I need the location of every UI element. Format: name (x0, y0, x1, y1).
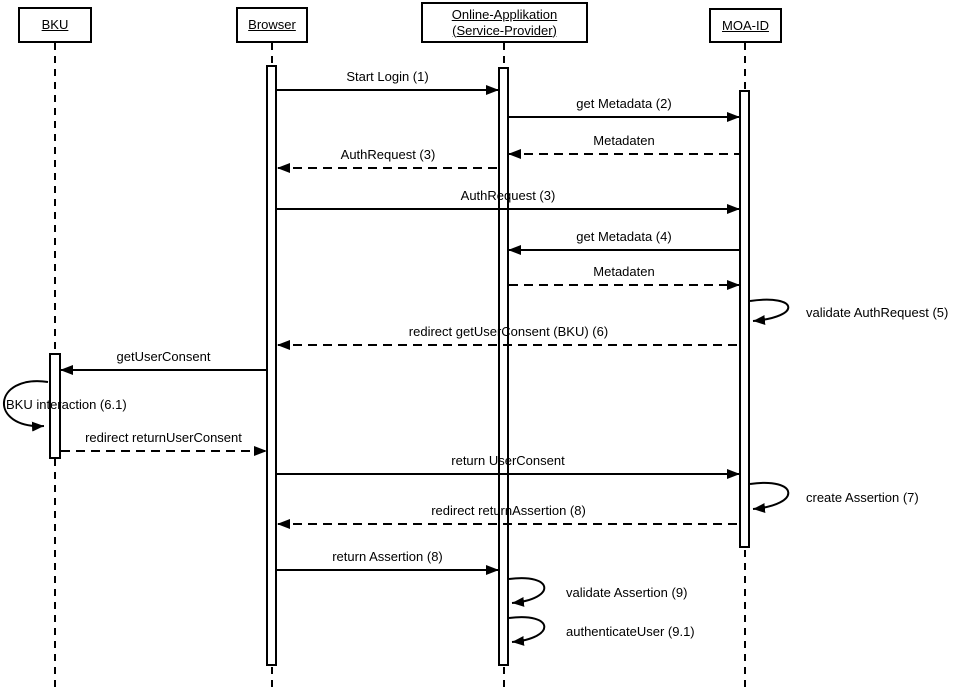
self-loop-validate-authrequest (749, 298, 790, 326)
message-label: get Metadata (4) (576, 229, 672, 244)
arrowhead-icon (277, 519, 290, 529)
message-line (277, 89, 498, 91)
actor-bku: BKU (18, 7, 92, 43)
actor-moa-id-label: MOA-ID (722, 17, 769, 33)
message-label: AuthRequest (3) (340, 147, 436, 162)
arrowhead-icon (486, 85, 499, 95)
message-line (509, 249, 739, 251)
message-label: get Metadata (2) (576, 96, 672, 111)
message-line (509, 284, 739, 286)
actor-bku-label: BKU (41, 17, 69, 32)
self-message-bku-interaction-label: BKU interaction (6.1) (6, 397, 127, 412)
arrowhead-icon (254, 446, 267, 456)
message-label: return Assertion (8) (332, 549, 443, 564)
message-start-login: Start Login (1) (277, 69, 499, 95)
message-label: redirect returnAssertion (8) (431, 503, 586, 518)
actor-online-app-label: Online-Applikation (Service-Provider) (451, 6, 558, 38)
self-loop-authenticateuser (508, 616, 546, 646)
self-loop-create-assertion (749, 481, 790, 513)
message-get-metadata-4: get Metadata (4) (508, 229, 739, 255)
message-line (61, 369, 266, 371)
message-label: Metadaten (593, 133, 655, 148)
message-line (509, 116, 739, 118)
arrowhead-icon (277, 340, 290, 350)
arrowhead-icon (508, 149, 521, 159)
message-authrequest-to-browser: AuthRequest (3) (277, 147, 498, 173)
message-line (278, 523, 739, 525)
actor-browser-label: Browser (248, 17, 296, 32)
message-redirect-getuserconsent: redirect getUserConsent (BKU) (6) (277, 324, 739, 350)
self-message-create-assertion-label: create Assertion (7) (806, 490, 919, 505)
self-message-authenticateuser-label: authenticateUser (9.1) (566, 624, 695, 639)
self-message-validate-authrequest-label: validate AuthRequest (5) (806, 305, 949, 320)
message-return-userconsent: return UserConsent (277, 453, 740, 479)
message-line (278, 167, 498, 169)
message-redirect-returnuserconsent: redirect returnUserConsent (61, 430, 267, 456)
message-label: Start Login (1) (346, 69, 429, 84)
self-loop-validate-assertion (508, 577, 546, 607)
message-return-assertion: return Assertion (8) (277, 549, 499, 575)
message-line (277, 473, 739, 475)
message-redirect-returnassertion: redirect returnAssertion (8) (277, 503, 739, 529)
actor-moa-id: MOA-ID (709, 8, 782, 43)
message-label: redirect getUserConsent (BKU) (6) (408, 324, 609, 339)
arrowhead-icon (727, 469, 740, 479)
arrowhead-icon (508, 245, 521, 255)
message-metadaten-2: Metadaten (509, 264, 740, 290)
message-label: AuthRequest (3) (460, 188, 556, 203)
message-authrequest-to-moa: AuthRequest (3) (277, 188, 740, 214)
message-line (278, 344, 739, 346)
message-line (61, 450, 266, 452)
actor-browser: Browser (236, 7, 308, 43)
arrowhead-icon (727, 112, 740, 122)
message-line (277, 208, 739, 210)
actor-online-app: Online-Applikation (Service-Provider) (421, 2, 588, 43)
arrowhead-icon (486, 565, 499, 575)
activation-bar-moa-id (739, 90, 750, 548)
arrowhead-icon (277, 163, 290, 173)
activation-bar-bku (49, 353, 61, 459)
message-get-metadata-2: get Metadata (2) (509, 96, 740, 122)
message-label: getUserConsent (116, 349, 211, 364)
self-loop-bku-interaction (3, 380, 49, 432)
self-message-validate-assertion-label: validate Assertion (9) (566, 585, 688, 600)
activation-bar-browser (266, 65, 277, 666)
message-label: Metadaten (593, 264, 655, 279)
message-line (509, 153, 739, 155)
message-metadaten-1: Metadaten (508, 133, 739, 159)
message-label: redirect returnUserConsent (85, 430, 242, 445)
arrowhead-icon (60, 365, 73, 375)
message-label: return UserConsent (451, 453, 565, 468)
message-getuserconsent: getUserConsent (60, 349, 266, 375)
arrowhead-icon (727, 204, 740, 214)
arrowhead-icon (727, 280, 740, 290)
activation-bar-online-app (498, 67, 509, 666)
message-line (277, 569, 498, 571)
